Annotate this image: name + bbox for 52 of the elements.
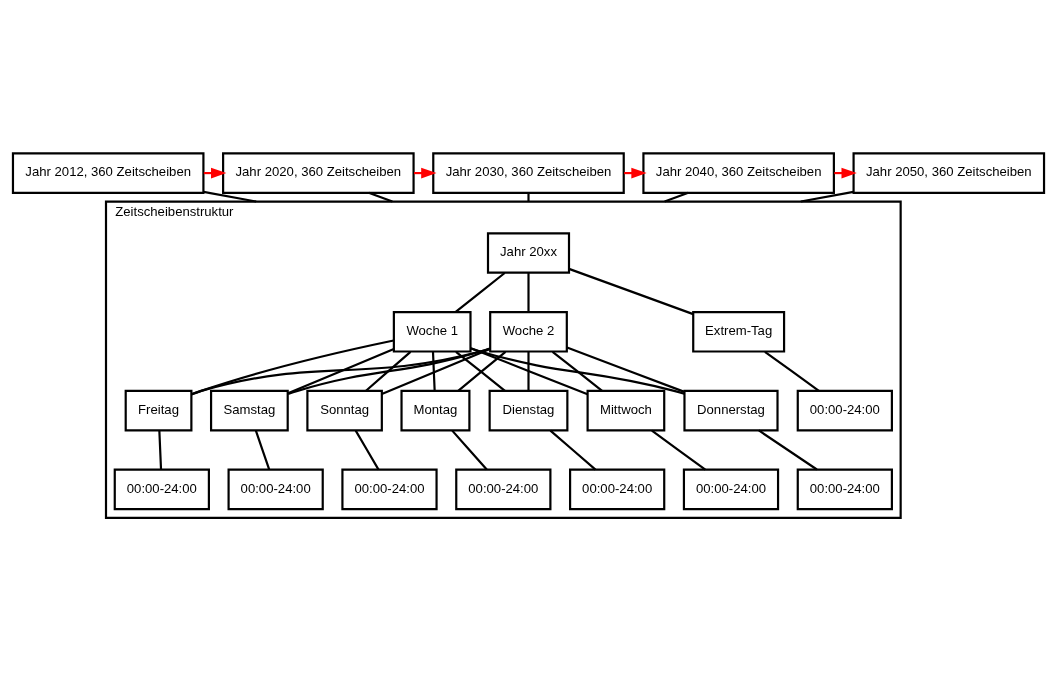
node-box: Woche 1 [392, 310, 472, 353]
connector [287, 347, 395, 394]
connector [551, 350, 603, 392]
connector [527, 272, 530, 312]
connector [549, 429, 597, 470]
node-box: Jahr 20xx [486, 231, 571, 274]
connector [191, 338, 394, 396]
node-box: 00:00-24:00 [569, 468, 666, 510]
connector [764, 350, 820, 392]
connector [158, 430, 163, 470]
node-box: Woche 2 [489, 310, 568, 353]
connector [470, 346, 588, 395]
connector [470, 346, 685, 395]
connector [431, 351, 436, 391]
connector [664, 191, 689, 203]
node-box: Dienstag [488, 389, 569, 431]
connector [566, 345, 685, 393]
connector [254, 429, 271, 470]
node-box: 00:00-24:00 [455, 468, 552, 510]
node-box: Jahr 2050, 360 Zeitscheiben [852, 151, 1046, 194]
node-box: Extrem-Tag [692, 310, 786, 353]
node-box: Jahr 2012, 360 Zeitscheiben [11, 151, 205, 194]
node-box: 00:00-24:00 [227, 468, 324, 510]
node-box: Mittwoch [586, 389, 666, 431]
connector [368, 191, 393, 203]
node-box: 00:00-24:00 [113, 468, 210, 510]
node-box: 00:00-24:00 [796, 468, 893, 510]
connector [203, 190, 257, 203]
node-box: Sonntag [306, 389, 383, 431]
connector [568, 267, 694, 315]
connector [800, 190, 854, 203]
node-box: 00:00-24:00 [682, 468, 780, 510]
node-box: Jahr 2030, 360 Zeitscheiben [432, 151, 625, 194]
connector [354, 429, 380, 470]
connector [651, 429, 706, 470]
connector [191, 347, 491, 395]
node-box: 00:00-24:00 [796, 389, 893, 431]
node-box: Jahr 2020, 360 Zeitscheiben [222, 151, 415, 194]
node-box: Montag [400, 389, 471, 431]
node-box: Samstag [210, 389, 289, 431]
node-box: Freitag [124, 389, 193, 431]
connector [455, 271, 506, 313]
node-box: Jahr 2040, 360 Zeitscheiben [642, 151, 835, 194]
connector [527, 351, 530, 391]
connector [365, 350, 412, 392]
connector [287, 346, 491, 395]
node-box: 00:00-24:00 [341, 468, 438, 510]
node-box: Donnerstag [683, 389, 779, 431]
connector [381, 347, 491, 395]
connector [451, 429, 488, 470]
connector [758, 429, 818, 470]
connector [527, 192, 530, 202]
